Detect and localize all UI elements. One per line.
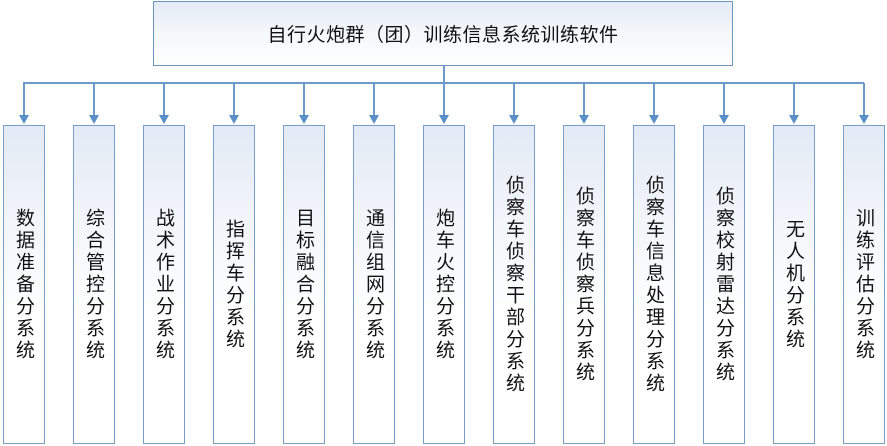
arrow-down-icon xyxy=(509,115,519,124)
arrow-down-icon xyxy=(649,115,659,124)
child-node-training-eval: 训练评估分系统 xyxy=(843,125,885,444)
arrow-down-icon xyxy=(369,115,379,124)
root-node: 自行火炮群（团）训练信息系统训练软件 xyxy=(153,1,733,66)
branch-connector xyxy=(93,83,95,116)
child-node-integrated-control: 综合管控分系统 xyxy=(73,125,115,444)
arrow-down-icon xyxy=(789,115,799,124)
child-node-uav: 无人机分系统 xyxy=(773,125,815,444)
child-node-label: 战术作业分系统 xyxy=(153,207,175,362)
branch-connector xyxy=(443,83,445,116)
arrow-down-icon xyxy=(579,115,589,124)
root-node-label: 自行火炮群（团）训练信息系统训练软件 xyxy=(267,24,619,46)
child-node-recon-soldier: 侦察车侦察兵分系统 xyxy=(563,125,605,444)
child-node-label: 侦察车侦察兵分系统 xyxy=(573,185,595,384)
branch-connector xyxy=(163,83,165,116)
arrow-down-icon xyxy=(439,115,449,124)
child-node-label: 指挥车分系统 xyxy=(223,218,245,351)
arrow-down-icon xyxy=(859,115,869,124)
child-node-label: 侦察校射雷达分系统 xyxy=(713,185,735,384)
arrow-down-icon xyxy=(229,115,239,124)
child-node-comm-network: 通信组网分系统 xyxy=(353,125,395,444)
arrow-down-icon xyxy=(159,115,169,124)
branch-connector xyxy=(23,83,25,116)
arrow-down-icon xyxy=(89,115,99,124)
branch-connector xyxy=(793,83,795,116)
child-node-label: 侦察车侦察干部分系统 xyxy=(503,174,525,395)
child-node-label: 训练评估分系统 xyxy=(853,207,875,362)
child-node-gun-fire-control: 炮车火控分系统 xyxy=(423,125,465,444)
child-node-label: 数据准备分系统 xyxy=(13,207,35,362)
arrow-down-icon xyxy=(299,115,309,124)
child-node-recon-officer: 侦察车侦察干部分系统 xyxy=(493,125,535,444)
arrow-down-icon xyxy=(719,115,729,124)
branch-connector xyxy=(863,83,865,116)
child-node-data-prep: 数据准备分系统 xyxy=(3,125,45,444)
branch-connector xyxy=(653,83,655,116)
branch-connector xyxy=(583,83,585,116)
branch-connector xyxy=(513,83,515,116)
child-node-label: 通信组网分系统 xyxy=(363,207,385,362)
child-node-label: 目标融合分系统 xyxy=(293,207,315,362)
child-node-target-fusion: 目标融合分系统 xyxy=(283,125,325,444)
child-node-label: 炮车火控分系统 xyxy=(433,207,455,362)
arrow-down-icon xyxy=(19,115,29,124)
trunk-connector xyxy=(443,66,445,84)
child-node-tactical-ops: 战术作业分系统 xyxy=(143,125,185,444)
branch-connector xyxy=(233,83,235,116)
child-node-radar: 侦察校射雷达分系统 xyxy=(703,125,745,444)
branch-connector xyxy=(303,83,305,116)
child-node-command-vehicle: 指挥车分系统 xyxy=(213,125,255,444)
child-node-recon-info-processing: 侦察车信息处理分系统 xyxy=(633,125,675,444)
child-node-label: 综合管控分系统 xyxy=(83,207,105,362)
branch-connector xyxy=(373,83,375,116)
branch-connector xyxy=(723,83,725,116)
child-node-label: 无人机分系统 xyxy=(783,218,805,351)
child-node-label: 侦察车信息处理分系统 xyxy=(643,174,665,395)
